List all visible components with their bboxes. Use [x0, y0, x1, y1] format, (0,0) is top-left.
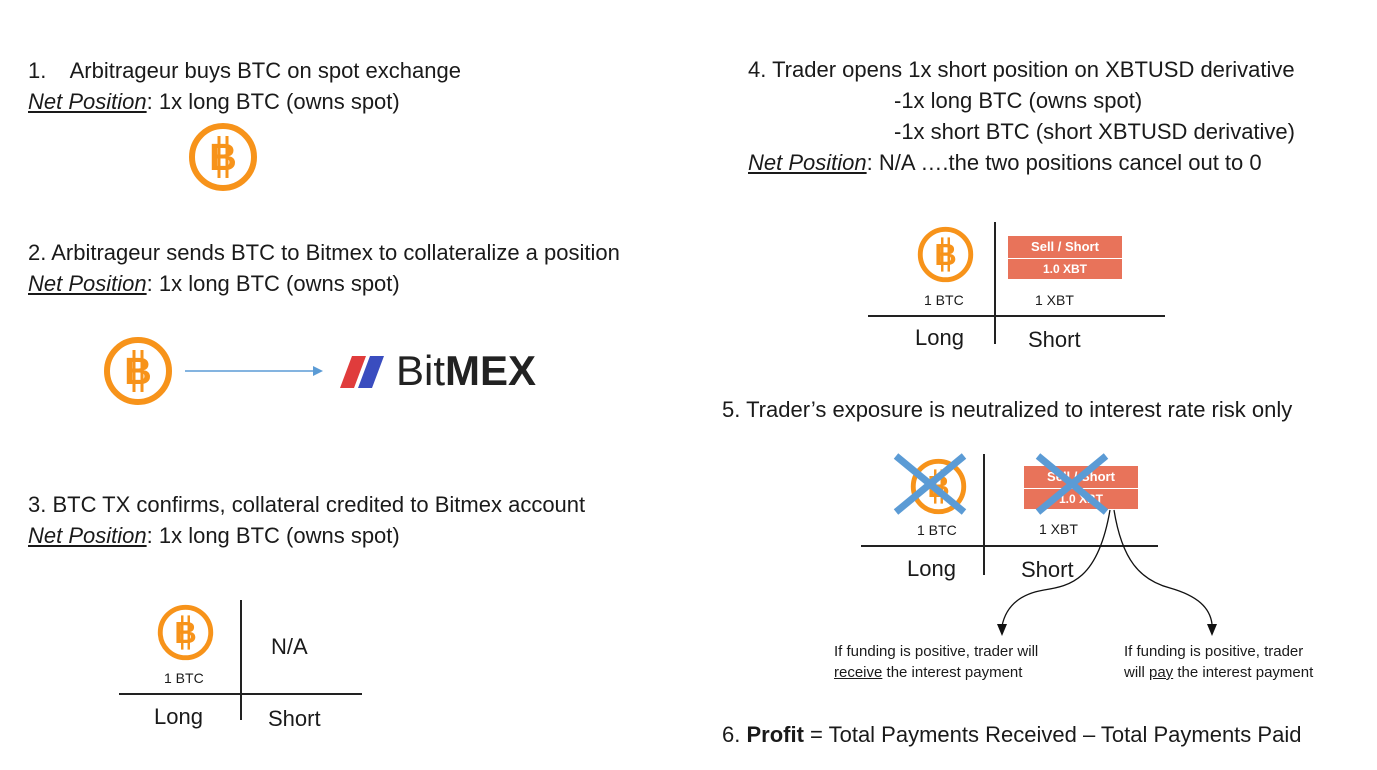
step3-quadrant-divider	[240, 600, 242, 720]
step3-long-label: Long	[154, 704, 203, 729]
step3-short-label: Short	[268, 706, 321, 731]
profit-label: Profit	[746, 722, 804, 747]
step5-btc-caption: 1 BTC	[917, 522, 957, 538]
bitcoin-icon: B	[104, 337, 172, 405]
bitcoin-icon: B	[917, 226, 974, 283]
step6-profit-formula: 6. Profit = Total Payments Received – To…	[722, 722, 1302, 747]
step4-quadrant-divider	[994, 222, 996, 344]
bitmex-logo-mex: MEX	[445, 347, 537, 394]
svg-text:B: B	[934, 237, 956, 272]
step5-short-label: Short	[1021, 557, 1074, 582]
step3-short-value: N/A	[271, 634, 308, 659]
cross-out-icon	[1035, 453, 1109, 515]
step4-quadrant-axis	[868, 315, 1165, 317]
step5-quadrant-divider	[983, 454, 985, 575]
step5-title: 5. Trader’s exposure is neutralized to i…	[722, 397, 1293, 422]
step2-net-position: Net Position: 1x long BTC (owns spot)	[28, 271, 400, 296]
step3-title: 3. BTC TX confirms, collateral credited …	[28, 492, 586, 517]
step4-short-label: Short	[1028, 327, 1081, 352]
bitmex-logo-bit: Bit	[396, 347, 446, 394]
step1-net-position: Net Position: 1x long BTC (owns spot)	[28, 89, 400, 114]
funding-flow-arrows-icon	[997, 509, 1217, 636]
step5-quadrant-axis	[861, 545, 1158, 547]
step1-number: 1.	[28, 58, 47, 83]
bitcoin-icon: B	[157, 604, 214, 661]
step4-item-long: -1x long BTC (owns spot)	[894, 88, 1143, 113]
svg-text:B: B	[174, 615, 196, 650]
step5-xbt-caption: 1 XBT	[1039, 521, 1078, 537]
svg-text:B: B	[124, 351, 151, 393]
step4-net-position: Net Position: N/A ….the two positions ca…	[748, 150, 1262, 175]
transfer-arrow-icon	[185, 366, 323, 376]
step4-long-label: Long	[915, 325, 964, 350]
step5-pay-note: If funding is positive, trader will pay …	[1124, 643, 1314, 681]
sell-short-button: Sell / Short 1.0 XBT	[1008, 236, 1122, 279]
step5-receive-note: If funding is positive, trader will rece…	[834, 643, 1039, 681]
svg-text:B: B	[209, 137, 236, 179]
bitmex-mark-icon	[340, 356, 384, 388]
step1-title: 1. Arbitrageur buys BTC on spot exchange	[28, 58, 461, 84]
step5-long-label: Long	[907, 556, 956, 581]
step3-btc-caption: 1 BTC	[164, 670, 204, 686]
step4-item-short: -1x short BTC (short XBTUSD derivative)	[894, 119, 1295, 144]
bitcoin-icon: B	[189, 123, 257, 191]
step4-btc-caption: 1 BTC	[924, 292, 964, 308]
step2-title: 2. Arbitrageur sends BTC to Bitmex to co…	[28, 240, 620, 265]
cross-out-icon	[893, 453, 967, 515]
step4-xbt-caption: 1 XBT	[1035, 292, 1074, 308]
step1-title-text: Arbitrageur buys BTC on spot exchange	[69, 58, 461, 83]
step3-net-position: Net Position: 1x long BTC (owns spot)	[28, 523, 400, 548]
step4-title: 4. Trader opens 1x short position on XBT…	[748, 57, 1295, 82]
step3-quadrant-axis	[119, 693, 362, 695]
